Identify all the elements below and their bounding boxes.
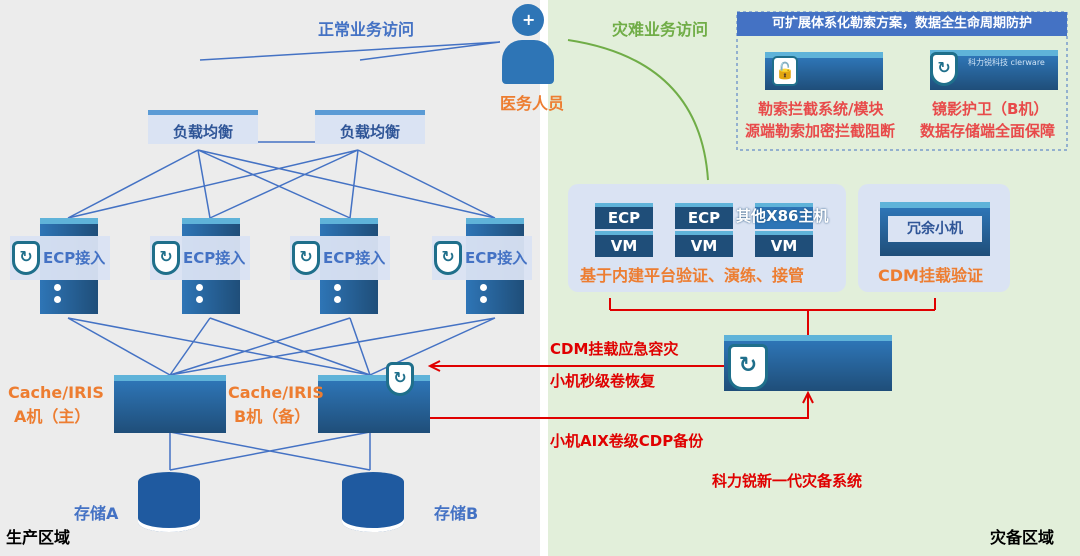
ransomware-desc: 源端勒索加密拦截阻断 [745,122,896,140]
flow-cdm-emergency: CDM挂载应急容灾 [550,340,679,358]
production-zone-label: 生产区域 [6,528,71,547]
cache-a-label: Cache/IRIS [8,383,104,402]
x86-host-chip [755,203,813,229]
normal-access-label: 正常业务访问 [318,20,415,39]
mirror-guard-icon: ↻ [152,241,180,275]
mirror-guard-icon: ↻ [292,241,320,275]
cache-a-role: A机（主） [14,407,91,426]
mirror-guard-title: 镜影护卫（B机） [932,100,1049,118]
user-label: 医务人员 [500,94,565,113]
banner-title: 可扩展体系化勒索方案，数据全生命周期防护 [737,12,1067,36]
vm-chip: VM [755,231,813,257]
cdm-caption: CDM挂载验证 [878,266,983,285]
dr-zone-label: 灾备区域 [990,528,1055,547]
storage-b-label: 存储B [434,504,479,523]
ecp-chip: ECP [675,203,733,229]
brand-logo-text: 科力锐科技 clerware [968,58,1045,67]
other-x86-label: 其他X86主机 [736,207,829,225]
redundant-minicomputer-label: 冗余小机 [888,216,982,242]
disaster-access-label: 灾难业务访问 [612,20,709,39]
mirror-guard-icon: ↻ [12,241,40,275]
storage-b-icon [342,472,404,532]
mirror-guard-icon: ↻ [434,241,462,275]
flow-cdp-backup: 小机AIX卷级CDP备份 [550,432,704,450]
ecp-chip: ECP [595,203,653,229]
vm-chip: VM [675,231,733,257]
flow-volume-recovery: 小机秒级卷恢复 [550,372,656,390]
mirror-guard-icon: ↻ [930,52,958,86]
platform-caption: 基于内建平台验证、演练、接管 [580,266,805,285]
storage-a-icon [138,472,200,532]
vm-chip: VM [595,231,653,257]
load-balancer-2: 负载均衡 [315,110,425,144]
cache-b-role: B机（备） [234,407,311,426]
mirror-guard-icon: ↻ [728,344,768,390]
doctor-icon: + [500,4,556,84]
storage-a-label: 存储A [74,504,119,523]
load-balancer-1: 负载均衡 [148,110,258,144]
mirror-guard-desc: 数据存储端全面保障 [920,122,1056,140]
ransomware-title: 勒索拦截系统/模块 [758,100,884,118]
mirror-guard-icon: ↻ [386,362,414,396]
system-label: 科力锐新一代灾备系统 [712,472,863,490]
cache-b-label: Cache/IRIS [228,383,324,402]
lock-icon: 🔓 [772,56,798,86]
cache-a-server [114,375,226,433]
